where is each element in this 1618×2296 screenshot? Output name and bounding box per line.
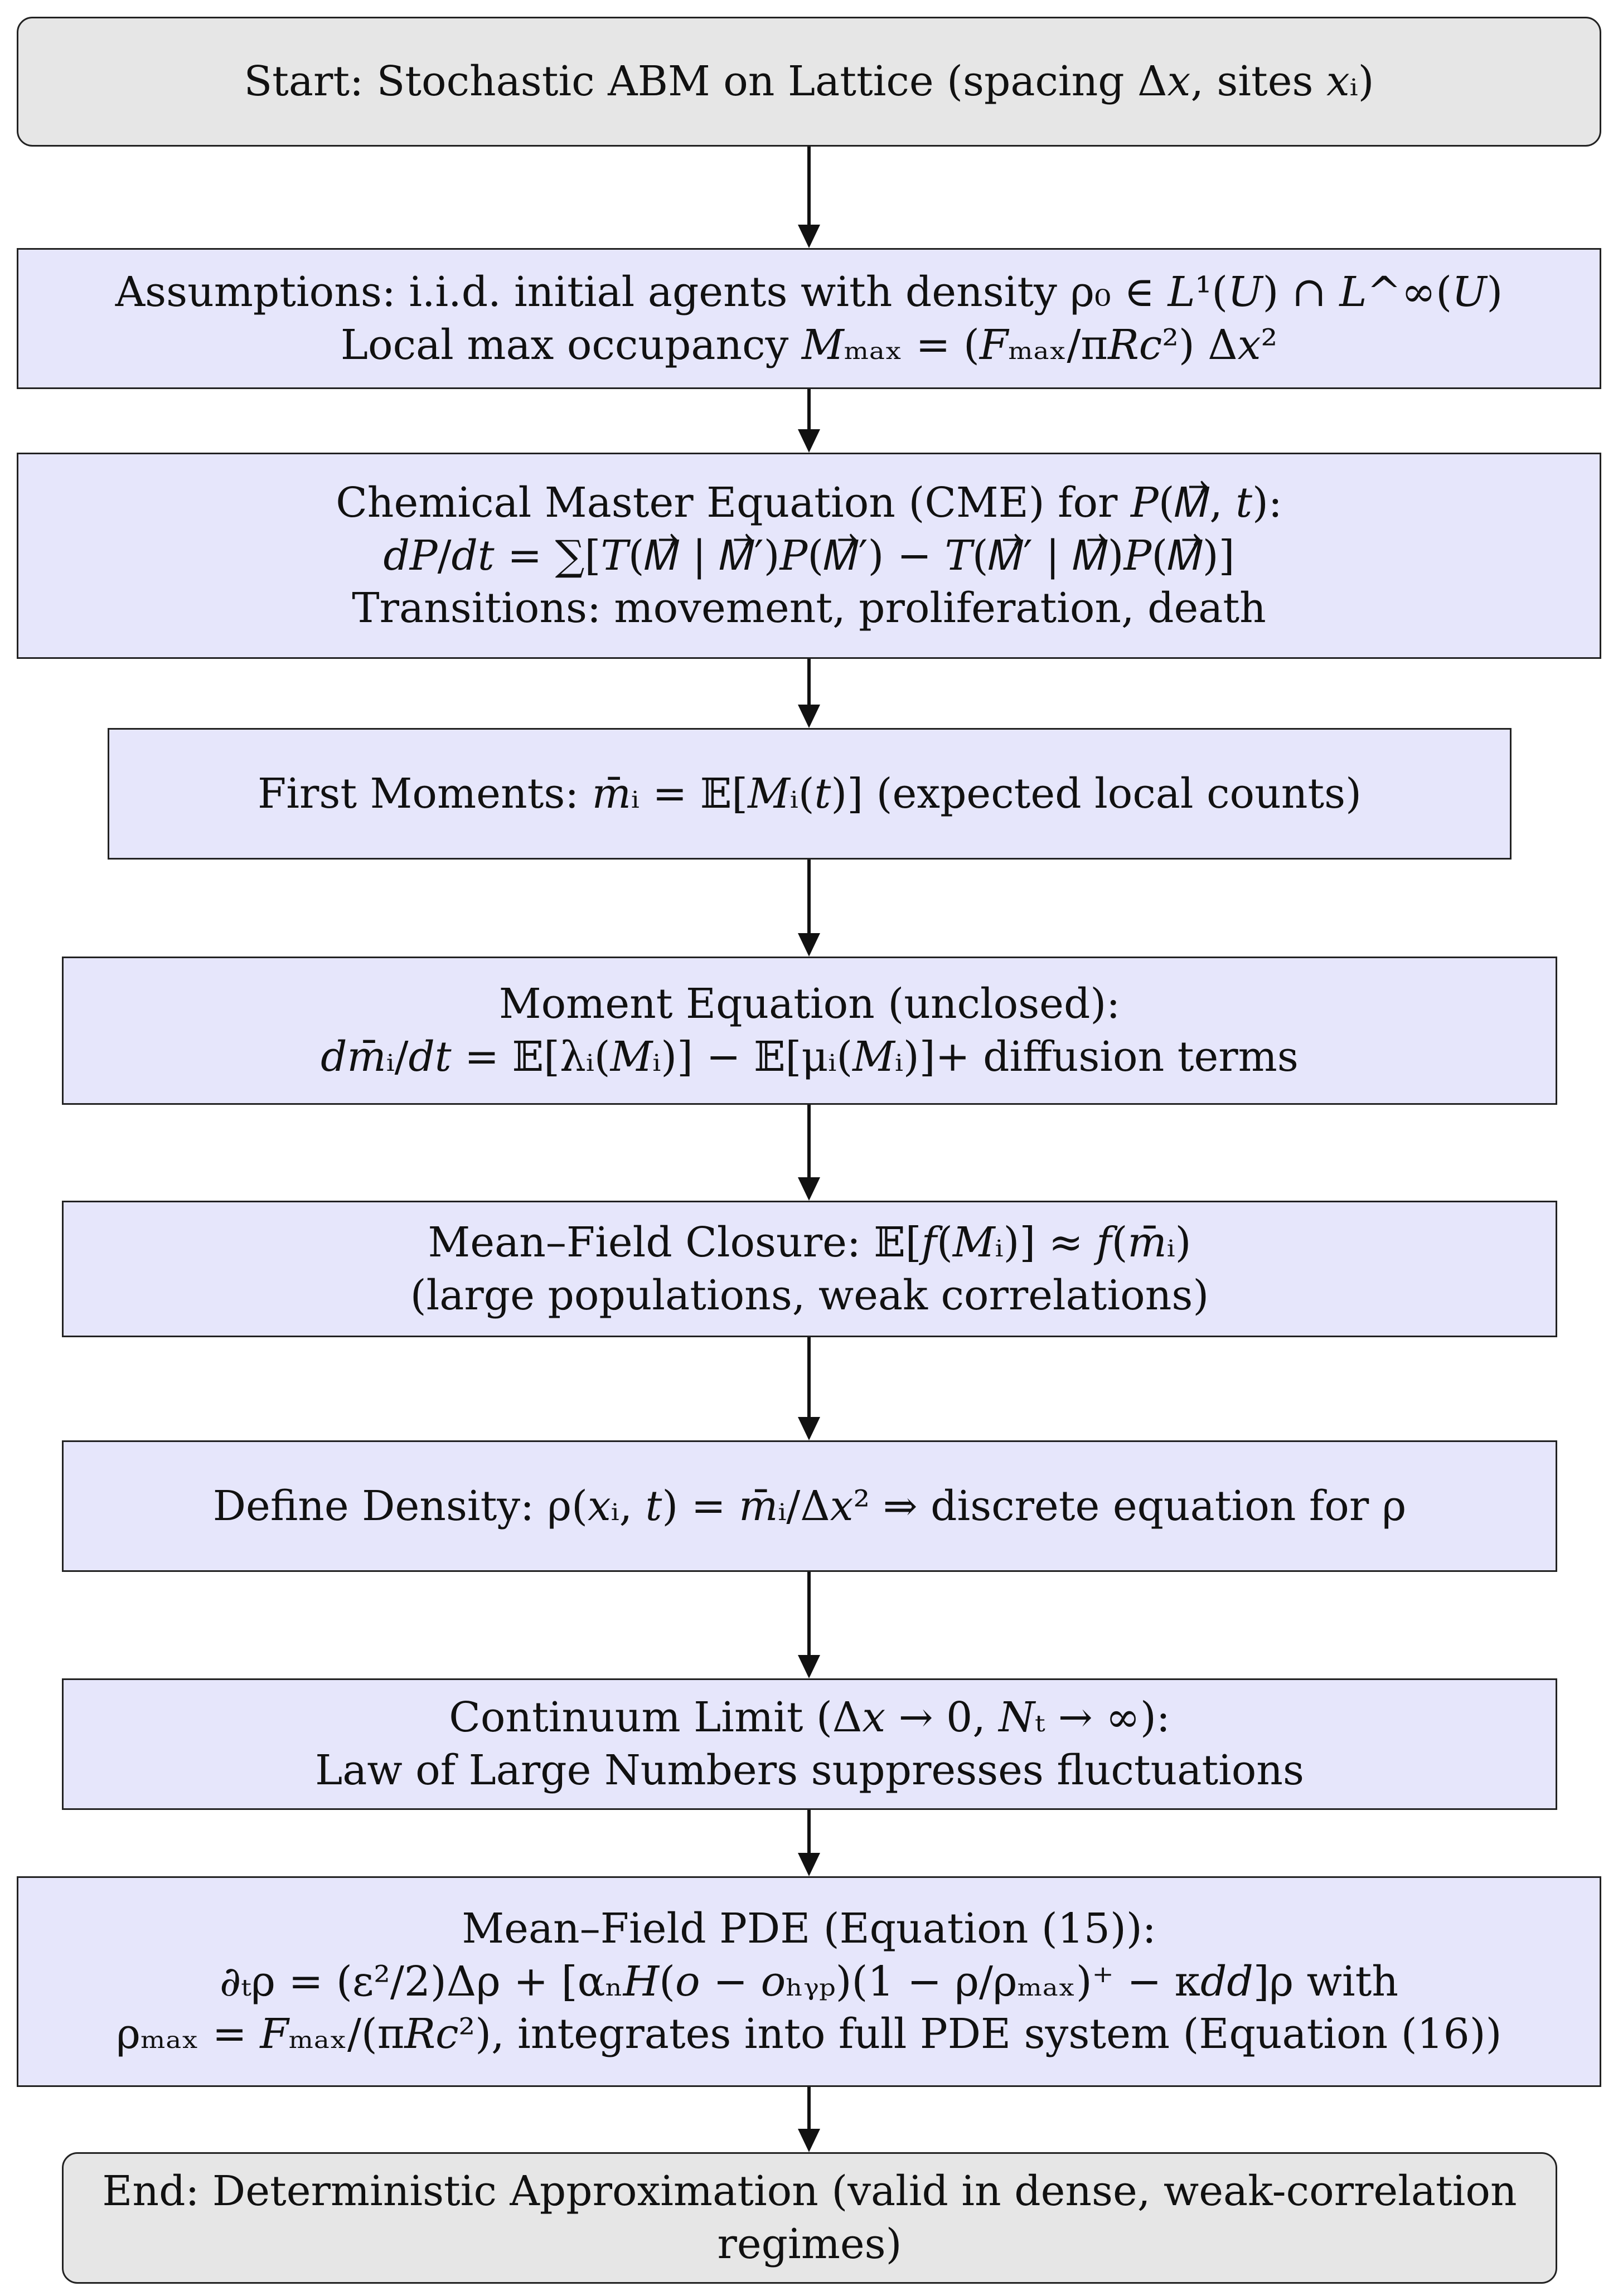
node-text: Local max occupancy 𝑀ₘₐₓ = (𝐹ₘₐₓ/π𝑅𝑐²) Δ… <box>340 321 1278 369</box>
node-text: Assumptions: i.i.d. initial agents with … <box>115 268 1503 316</box>
moment-equation-node: Moment Equation (unclosed): 𝑑𝑚̄ᵢ/𝑑𝑡 = 𝔼[… <box>62 957 1557 1105</box>
mean-field-pde-node: Mean–Field PDE (Equation (15)): ∂ₜρ = (ε… <box>17 1876 1601 2087</box>
node-text: ρₘₐₓ = 𝐹ₘₐₓ/(π𝑅𝑐²), integrates into full… <box>116 2010 1502 2059</box>
node-text: Moment Equation (unclosed): <box>498 980 1121 1028</box>
node-text: Define Density: ρ(𝑥ᵢ, 𝑡) = 𝑚̄ᵢ/Δ𝑥² ⇒ dis… <box>212 1482 1407 1530</box>
node-text: End: Deterministic Approximation (valid … <box>102 2167 1517 2216</box>
start-node: Start: Stochastic ABM on Lattice (spacin… <box>17 17 1601 147</box>
define-density-node: Define Density: ρ(𝑥ᵢ, 𝑡) = 𝑚̄ᵢ/Δ𝑥² ⇒ dis… <box>62 1440 1557 1572</box>
cme-node: Chemical Master Equation (CME) for 𝑃(𝑀⃗,… <box>17 453 1601 659</box>
continuum-limit-node: Continuum Limit (Δ𝑥 → 0, 𝑁ₜ → ∞): Law of… <box>62 1678 1557 1810</box>
node-text: regimes) <box>717 2220 902 2268</box>
node-text: Mean–Field PDE (Equation (15)): <box>462 1904 1156 1953</box>
node-text: Transitions: movement, proliferation, de… <box>352 584 1266 633</box>
end-node: End: Deterministic Approximation (valid … <box>62 2152 1557 2284</box>
node-text: 𝑑𝑃/𝑑𝑡 = ∑[𝑇(𝑀⃗ | 𝑀⃗′)𝑃(𝑀⃗′) − 𝑇(𝑀⃗′ | 𝑀⃗… <box>383 531 1235 580</box>
mean-field-closure-node: Mean–Field Closure: 𝔼[𝑓(𝑀ᵢ)] ≈ 𝑓(𝑚̄ᵢ) (l… <box>62 1201 1557 1337</box>
assumptions-node: Assumptions: i.i.d. initial agents with … <box>17 248 1601 389</box>
node-text: 𝑑𝑚̄ᵢ/𝑑𝑡 = 𝔼[λᵢ(𝑀ᵢ)] − 𝔼[μᵢ(𝑀ᵢ)]+ diffusi… <box>321 1033 1299 1081</box>
first-moments-node: First Moments: 𝑚̄ᵢ = 𝔼[𝑀ᵢ(𝑡)] (expected … <box>108 728 1512 860</box>
node-text: Law of Large Numbers suppresses fluctuat… <box>315 1746 1304 1794</box>
node-text: First Moments: 𝑚̄ᵢ = 𝔼[𝑀ᵢ(𝑡)] (expected … <box>258 769 1362 818</box>
node-text: ∂ₜρ = (ε²/2)Δρ + [αₙ𝐻(𝑜 − 𝑜ₕᵧₚ)(1 − ρ/ρₘ… <box>219 1957 1399 2006</box>
node-text: Start: Stochastic ABM on Lattice (spacin… <box>244 57 1374 106</box>
node-text: (large populations, weak correlations) <box>410 1271 1209 1319</box>
node-text: Mean–Field Closure: 𝔼[𝑓(𝑀ᵢ)] ≈ 𝑓(𝑚̄ᵢ) <box>428 1218 1191 1266</box>
node-text: Continuum Limit (Δ𝑥 → 0, 𝑁ₜ → ∞): <box>449 1693 1170 1742</box>
node-text: Chemical Master Equation (CME) for 𝑃(𝑀⃗,… <box>336 478 1282 527</box>
